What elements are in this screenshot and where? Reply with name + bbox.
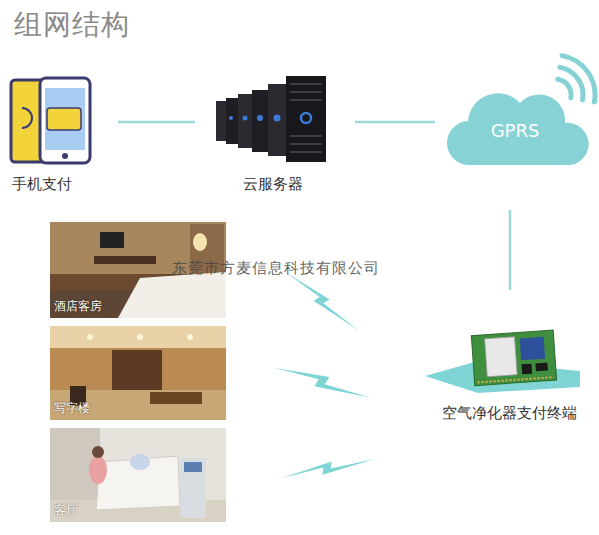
- server-slots: [290, 84, 322, 152]
- server-rack: [286, 76, 326, 162]
- server-rack: [268, 84, 286, 156]
- photo-bg: [50, 326, 226, 420]
- pcb-chip: [535, 363, 548, 372]
- server-rack: [238, 94, 252, 148]
- server-rack: [226, 98, 238, 144]
- photo-bed: [118, 272, 226, 318]
- device-node: 空气净化器支付终端: [420, 325, 598, 425]
- wireless-arc: [558, 79, 571, 98]
- connector-line: [355, 121, 435, 124]
- server-rack: [216, 101, 226, 141]
- watermark: 东莞市方麦信息科技有限公司: [172, 259, 380, 278]
- pcb-board: [471, 330, 556, 386]
- server-light: [229, 116, 233, 120]
- wireless-arc: [560, 67, 583, 100]
- node-label: 云服务器: [243, 175, 303, 194]
- pcb-chip: [521, 364, 532, 375]
- node-label: 酒店客房: [54, 298, 102, 315]
- pcb-chip: [485, 337, 518, 377]
- connector-line: [118, 121, 195, 124]
- phone-button: [62, 153, 68, 159]
- server-light: [301, 113, 311, 123]
- photo-tv: [100, 232, 124, 248]
- cloud-node: GPRS: [440, 88, 590, 180]
- node-label: 空气净化器支付终端: [442, 404, 577, 423]
- phone-body: [40, 78, 90, 163]
- pcb-pins: [478, 377, 554, 382]
- photo-light: [87, 334, 93, 340]
- server-light: [274, 115, 281, 122]
- node-label: 客厅: [54, 502, 78, 519]
- photo-door: [112, 350, 162, 390]
- photo-ceiling: [50, 326, 226, 348]
- photo-purifier-panel: [184, 462, 202, 472]
- photo-node: 客厅: [50, 428, 226, 522]
- wireless-bolt: [274, 368, 371, 398]
- icon-node: 手机支付: [8, 72, 108, 196]
- card-mark: [22, 108, 32, 128]
- connector-line: [509, 210, 512, 290]
- photo-lamp: [193, 233, 207, 251]
- diagram-title: 组网结构: [14, 6, 130, 44]
- photo-node: 写字楼: [50, 326, 226, 420]
- photo-purifier: [180, 458, 206, 518]
- node-label: GPRS: [491, 120, 540, 141]
- node-label: 写字楼: [54, 400, 90, 417]
- server-light: [243, 116, 248, 121]
- node-label: 手机支付: [12, 175, 72, 194]
- server-rack: [252, 90, 268, 152]
- pcb-module: [471, 330, 556, 386]
- photo-person: [92, 446, 104, 458]
- photo-light: [187, 334, 193, 340]
- photo-desk: [150, 392, 202, 404]
- wireless-bolt: [282, 439, 375, 498]
- cloud-shape: [447, 93, 589, 165]
- photo-light: [137, 334, 143, 340]
- photo-person: [89, 456, 107, 484]
- photo-desk: [94, 256, 156, 264]
- photo-bg: [50, 428, 226, 522]
- photo-person: [130, 454, 150, 470]
- server-light: [257, 115, 263, 121]
- wireless-bolt: [276, 272, 369, 331]
- screen-card: [47, 108, 81, 130]
- wireless-arc: [562, 56, 595, 102]
- server-node: 云服务器: [205, 72, 340, 196]
- pcb-chip: [520, 337, 545, 361]
- phone-screen: [45, 88, 85, 150]
